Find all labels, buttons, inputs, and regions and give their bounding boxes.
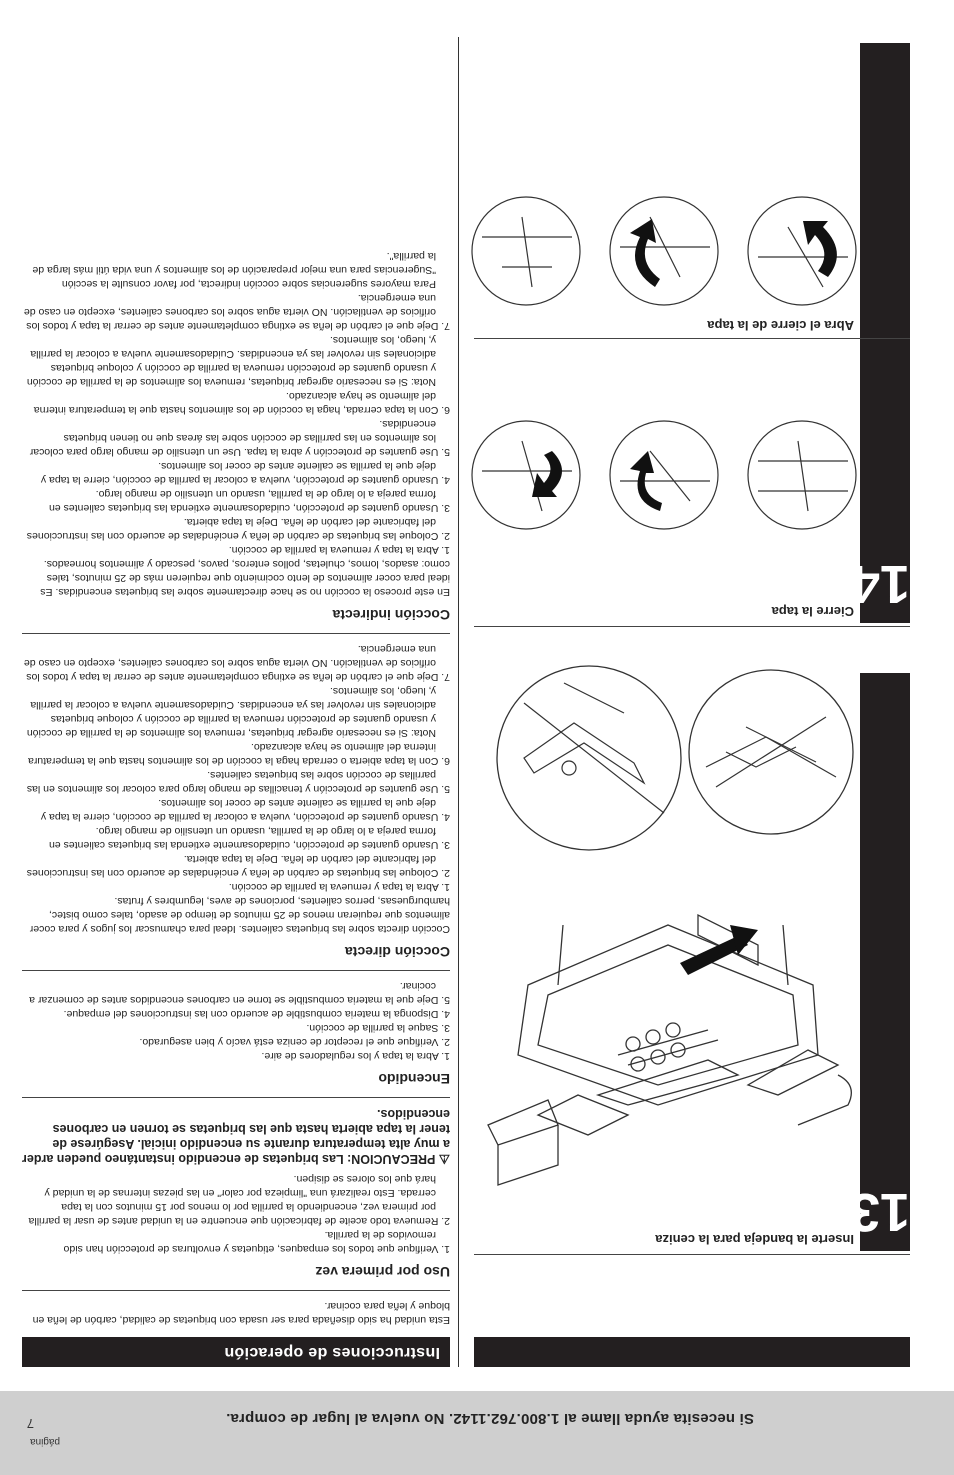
direct-intro: Cocción directa sobre las briquetas cali… xyxy=(29,895,450,935)
latch-detail-1 xyxy=(747,196,857,306)
ashtray-detail-right xyxy=(496,665,682,851)
step-14-caption-2: Abra el cierre de la tapa xyxy=(707,318,854,333)
list-item: 3. Saque la parrilla de cocción. xyxy=(306,1022,450,1034)
ashtray-detail-left xyxy=(688,669,854,835)
indirect-closing: Para mayores sugerencias sobre cocción i… xyxy=(32,250,436,290)
list-item: 5. Deje que la materia combustible se to… xyxy=(29,980,450,1006)
list-item: 6. Con la tapa cerrada, haga la cocción … xyxy=(33,390,450,416)
figures-column xyxy=(474,1337,910,1367)
instructions-column: Instrucciones de operación Esta unidad h… xyxy=(22,249,450,1367)
list-item: 4. Disponga la materia combustible de ac… xyxy=(63,1008,450,1020)
first-use-heading: Uso por primera vez xyxy=(315,1264,450,1280)
indirect-note: Nota: Si es necesario agregar briquetas,… xyxy=(26,334,436,388)
step-14-caption: Cierre la tapa xyxy=(771,604,854,619)
indirect-section: Cocción indirecta En este proceso la coc… xyxy=(22,249,450,623)
list-item: 2. Verifique que el receptor de ceniza e… xyxy=(139,1036,450,1048)
page-number: 7 xyxy=(26,1416,34,1431)
list-item: 7. Deje que el carbón de leña se extinga… xyxy=(23,643,450,683)
list-item: 3. Usando guantes de protección, cuidado… xyxy=(48,825,450,851)
warning-icon: ⚠ xyxy=(435,1152,450,1166)
lighting-heading: Encendido xyxy=(378,1071,450,1087)
intro-text: Esta unidad ha sido diseñada para ser us… xyxy=(32,1300,450,1326)
lid-close-detail-1 xyxy=(747,420,857,530)
list-item: 4. Usando guantes de protección, vuelva … xyxy=(40,797,450,823)
list-item: 2. Coloque las briquetas de carbón de le… xyxy=(26,516,450,542)
list-item: 1. Abra la tapa y remueva la parrilla de… xyxy=(228,544,450,556)
list-item: 6. Con la tapa abierta o cerrada haga la… xyxy=(27,741,450,767)
lid-close-detail-2 xyxy=(609,420,719,530)
figures-title-bar xyxy=(474,1337,910,1367)
list-item: 3. Usando guantes de protección, cuidado… xyxy=(48,488,450,514)
list-item: 2. Remueva todo aceite de fabricación qu… xyxy=(28,1173,450,1227)
warning-text: ⚠ PRECAUCION: Las briquetas de encendido… xyxy=(22,1107,450,1166)
step-13-badge: 13 xyxy=(850,673,910,1251)
column-divider xyxy=(458,37,459,1367)
help-line: Si necesita ayuda llame al 1.800.762.114… xyxy=(225,1410,754,1427)
step-14-badge: 14 xyxy=(850,43,910,623)
page-word: página xyxy=(30,1436,61,1447)
latch-detail-2 xyxy=(609,196,719,306)
section-title: Instrucciones de operación xyxy=(224,1344,440,1361)
list-item: 1. Verifique que todos los empaques, eti… xyxy=(63,1229,450,1255)
list-item: 5. Use guantes de protección y tenacilla… xyxy=(26,769,450,795)
latch-detail-3 xyxy=(471,196,581,306)
first-use-section: Uso por primera vez 1. Verifique que tod… xyxy=(22,1106,450,1280)
list-item: 7. Deje que el carbón de leña se extinga… xyxy=(23,292,450,332)
footer-band: página 7 Si necesita ayuda llame al 1.80… xyxy=(0,1391,954,1475)
divider xyxy=(474,626,910,627)
divider xyxy=(474,338,910,339)
direct-note: Nota: Si es necesario agregar briquetas,… xyxy=(26,685,436,739)
grill-illustration xyxy=(487,913,852,1186)
section-title-bar: Instrucciones de operación xyxy=(22,1337,450,1367)
list-item: 1. Abra la tapa y los reguladores de air… xyxy=(261,1050,450,1062)
list-item: 4. Usando guantes de protección, vuelva … xyxy=(40,460,450,486)
direct-heading: Cocción directa xyxy=(344,944,450,960)
direct-section: Cocción directa Cocción directa sobre la… xyxy=(22,642,450,960)
lid-close-detail-3 xyxy=(471,420,581,530)
divider xyxy=(474,1254,910,1255)
indirect-heading: Cocción indirecta xyxy=(332,607,450,623)
list-item: 2. Coloque las briquetas de carbón de le… xyxy=(26,853,450,879)
list-item: 5. Use guantes de protección y abra la t… xyxy=(29,418,450,458)
list-item: 1. Abra la tapa y remueva la parrilla de… xyxy=(228,881,450,893)
step-13-caption: Inserte la bandeja para la ceniza xyxy=(655,1232,854,1247)
lighting-section: Encendido 1. Abra la tapa y los regulado… xyxy=(22,979,450,1087)
indirect-intro: En este proceso la cocción no se hace di… xyxy=(40,558,450,598)
